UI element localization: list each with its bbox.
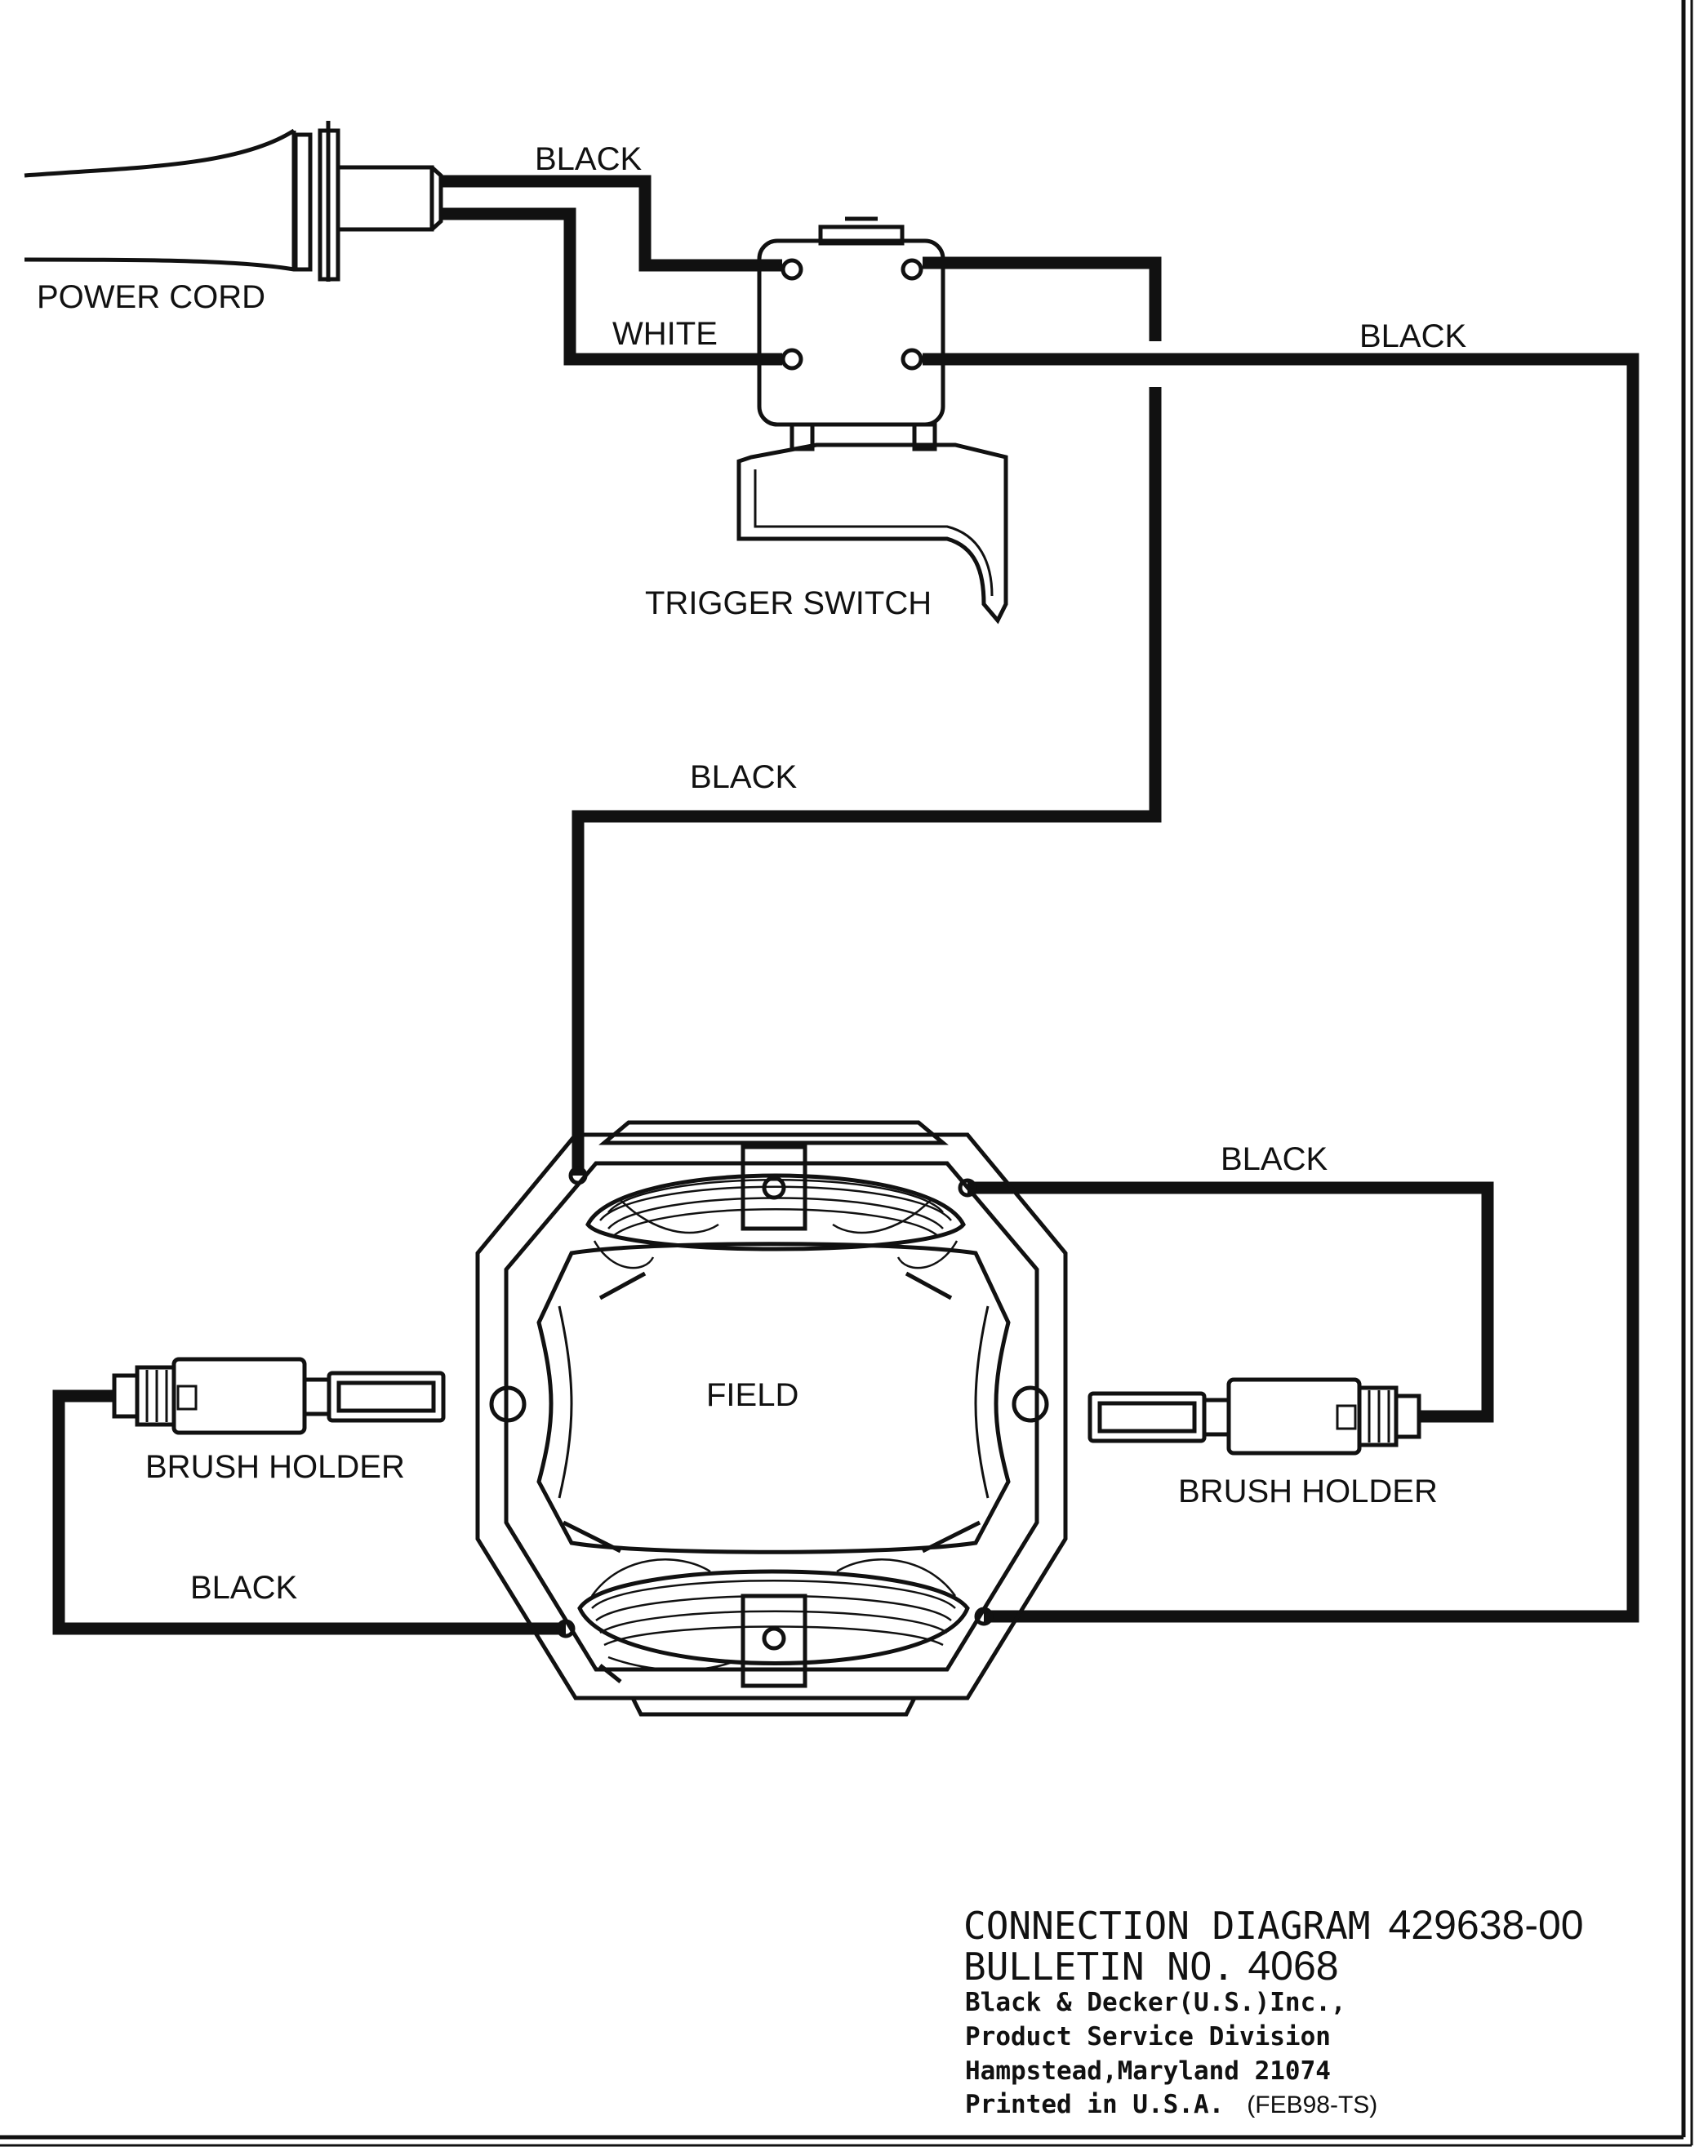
wire-switch-to-field-upper <box>923 256 1162 341</box>
wire-label-switch-to-field: BLACK <box>690 759 797 795</box>
company-name: Black & Decker(U.S.)Inc., <box>965 1988 1346 2017</box>
wire-label-cord-black: BLACK <box>535 141 642 177</box>
field-clip-bottom <box>741 1594 807 1688</box>
printed-line: Printed in U.S.A. (FEB98-TS) <box>965 2090 1377 2119</box>
field-label: FIELD <box>706 1377 798 1413</box>
brush-holder-left-label: BRUSH HOLDER <box>145 1449 405 1485</box>
field-assembly <box>475 1120 1068 1717</box>
brush-holder-left <box>112 1357 446 1435</box>
switch-terminal-bottom-left <box>781 348 803 371</box>
diagram-title: CONNECTION DIAGRAM 429638-00 <box>963 1902 1584 1948</box>
wire-switch-to-right-rail <box>923 353 1639 1623</box>
brush-holder-right-label: BRUSH HOLDER <box>1178 1474 1438 1509</box>
bulletin-line: BULLETIN NO. 4068 <box>963 1943 1339 1989</box>
field-mount-hole-right <box>1012 1385 1049 1423</box>
trigger-switch-label: TRIGGER SWITCH <box>645 585 932 621</box>
wire-label-right-rail: BLACK <box>1359 318 1466 354</box>
field-coil-top <box>585 1173 966 1300</box>
company-address: Hampstead,Maryland 21074 <box>965 2056 1331 2086</box>
switch-terminal-bottom-right <box>901 348 923 371</box>
field-mount-hole-left <box>489 1385 527 1423</box>
wire-switch-to-field-lower <box>572 387 1162 1176</box>
wire-label-field-to-brush: BLACK <box>1221 1141 1328 1177</box>
power-cord <box>24 121 443 282</box>
field-clip-top <box>741 1145 807 1231</box>
brush-holder-right <box>1088 1377 1421 1456</box>
switch-terminal-top-right <box>901 258 923 281</box>
switch-terminal-top-left <box>781 258 803 281</box>
power-cord-label: POWER CORD <box>37 279 265 315</box>
field-coil-bottom <box>562 1520 981 1683</box>
company-division: Product Service Division <box>965 2022 1331 2052</box>
wire-left-brush-to-field <box>52 1389 566 1635</box>
wire-field-to-right-brush <box>967 1181 1494 1423</box>
wire-label-brush-to-field: BLACK <box>190 1570 297 1606</box>
wire-cord-black <box>441 175 782 272</box>
wire-cord-white <box>441 207 782 366</box>
trigger-switch <box>736 216 1008 625</box>
wiring <box>52 175 1639 1635</box>
wire-label-cord-white: WHITE <box>612 316 718 352</box>
title-block: CONNECTION DIAGRAM 429638-00 BULLETIN NO… <box>963 1902 1584 2119</box>
